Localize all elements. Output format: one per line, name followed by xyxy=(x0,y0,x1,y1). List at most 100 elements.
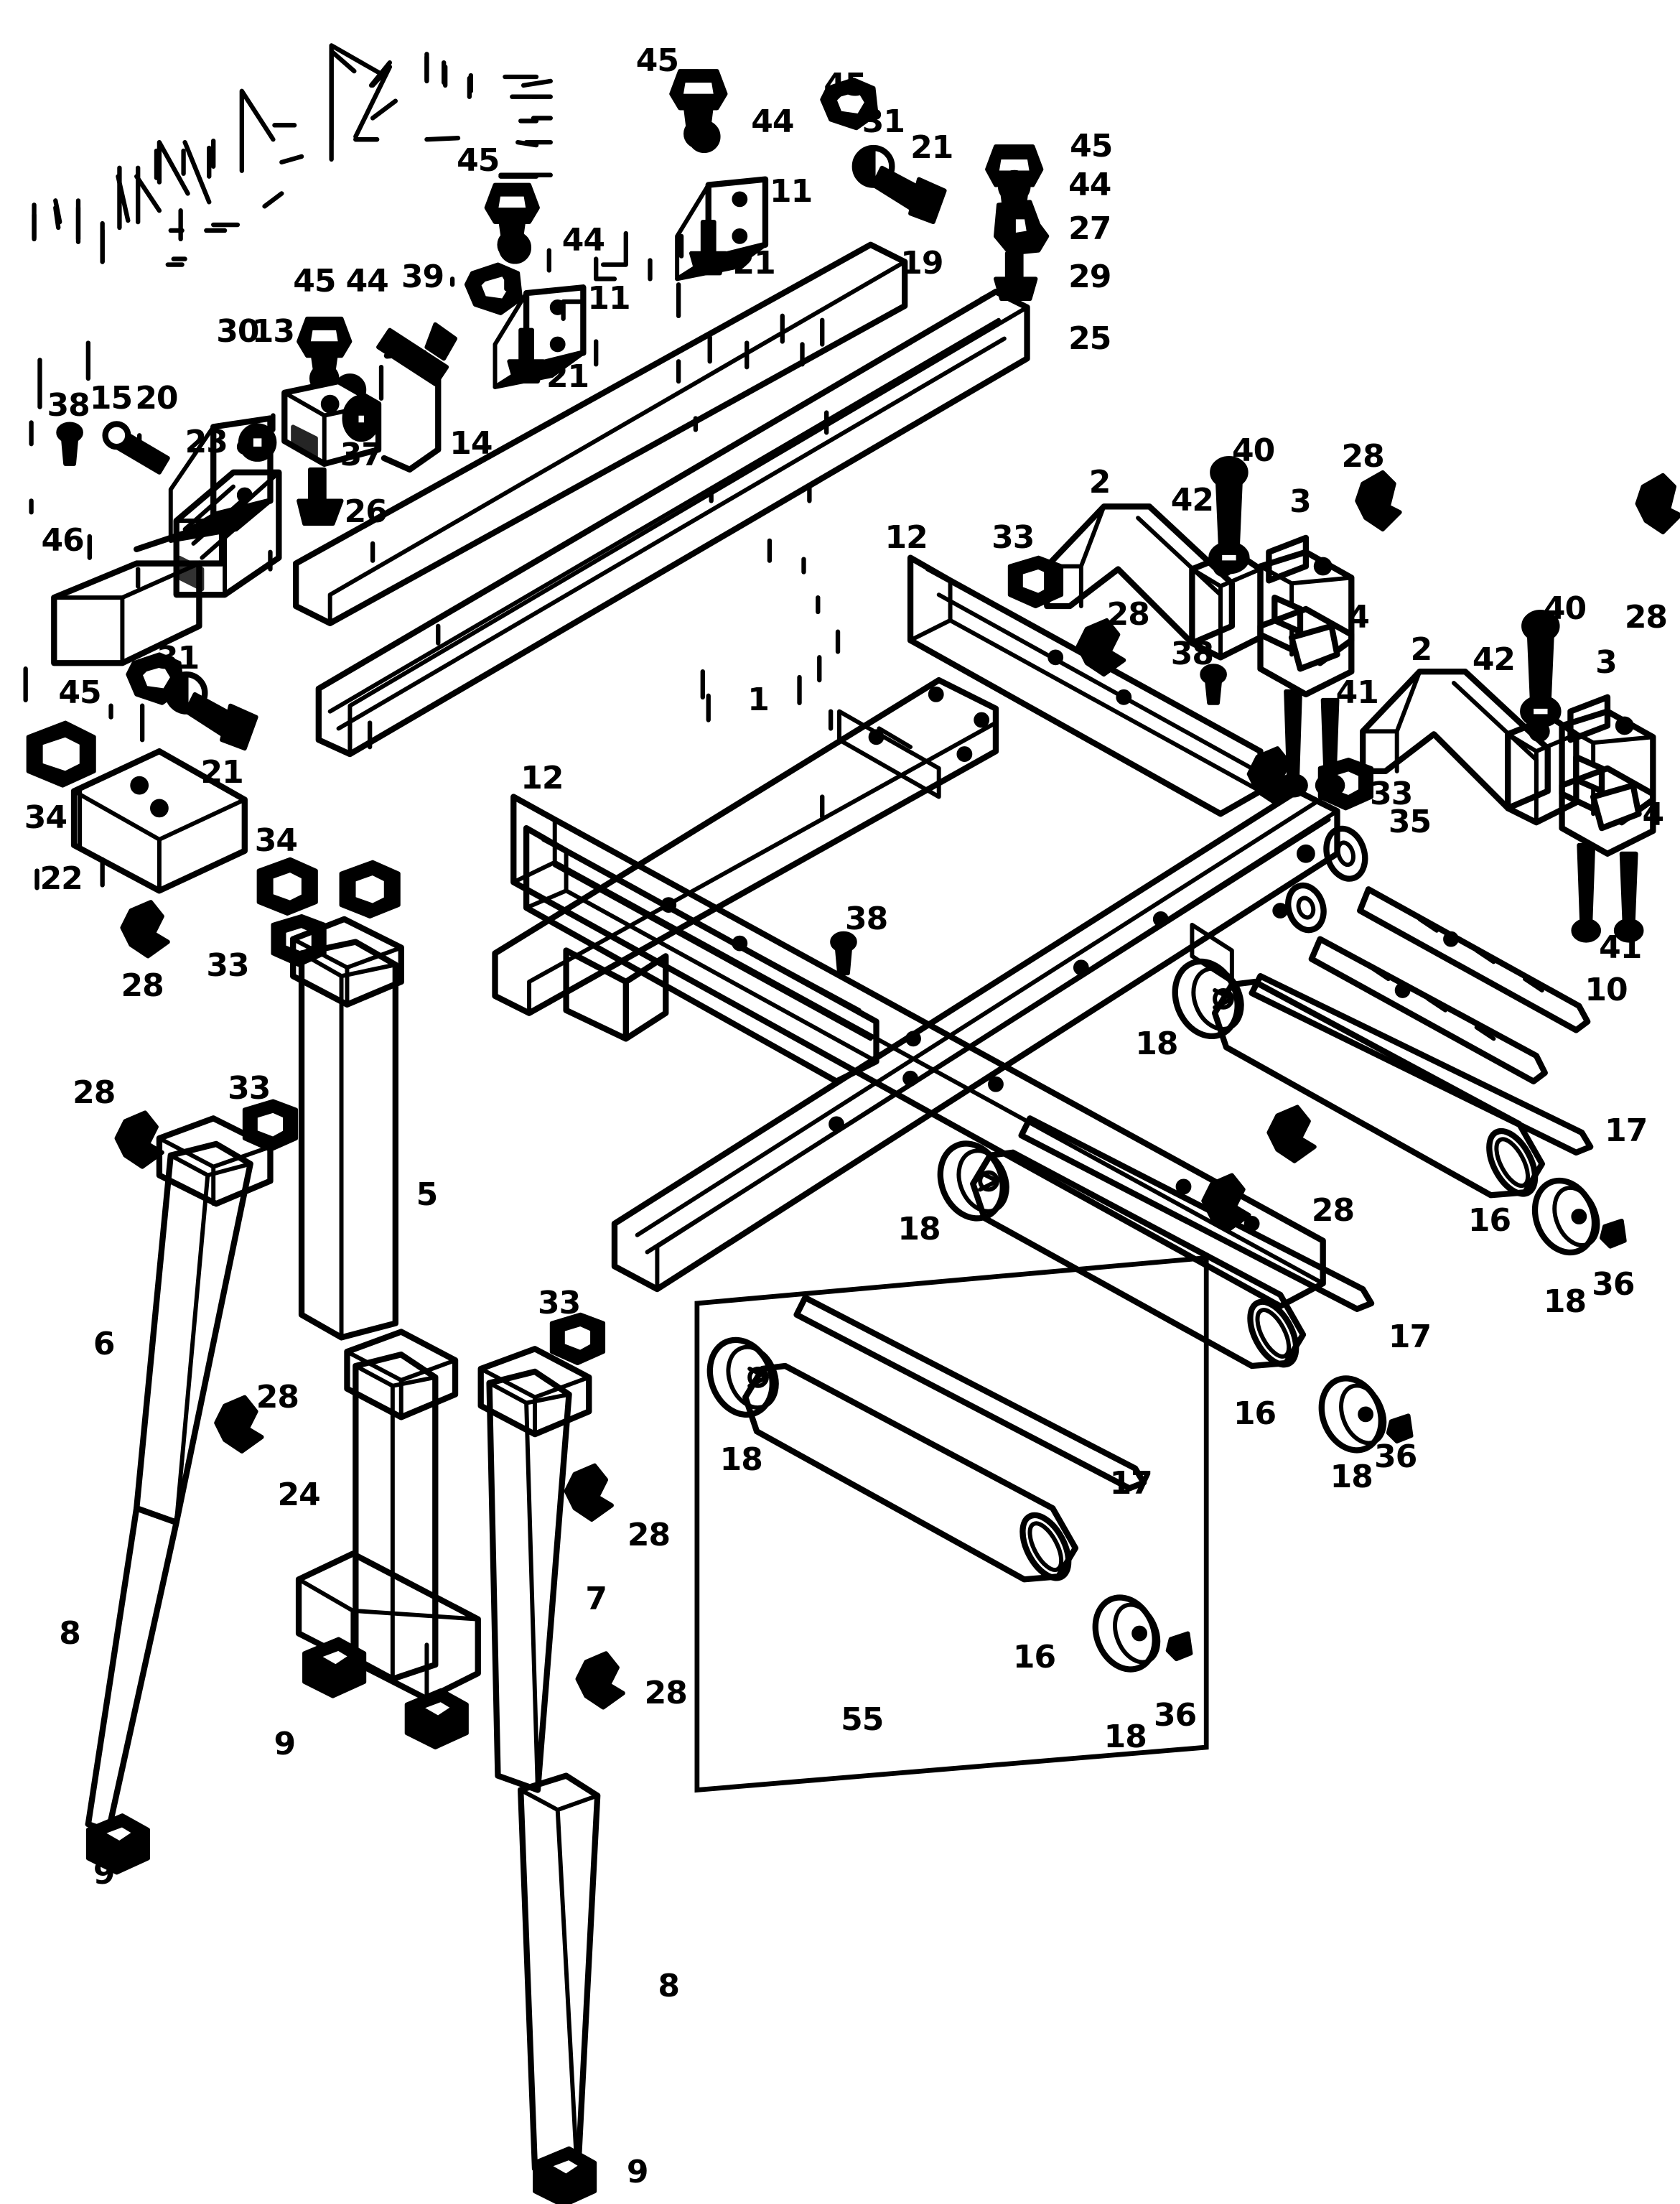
callout-42: 42 xyxy=(1472,641,1516,679)
callout-33: 33 xyxy=(1370,775,1413,812)
leg-socket-5 xyxy=(290,916,404,1008)
callout-19: 19 xyxy=(900,244,943,282)
washer-35-b xyxy=(1285,882,1327,934)
leader-lines xyxy=(23,49,841,891)
rod-17-a xyxy=(1249,972,1594,1156)
callout-9: 9 xyxy=(626,2154,649,2191)
callout-22: 22 xyxy=(39,860,83,898)
callout-30: 30 xyxy=(216,312,259,350)
callout-45: 45 xyxy=(635,42,679,80)
wingbolt-28-a xyxy=(1355,470,1402,532)
bolt-21-d xyxy=(507,327,546,383)
bolt-29 xyxy=(993,251,1038,302)
roller-16-b xyxy=(970,1149,1307,1370)
callout-21: 21 xyxy=(200,753,243,791)
main-frame-rails xyxy=(292,241,1340,1309)
rod-17-c xyxy=(793,1294,1147,1492)
wingbolt-28-i xyxy=(575,1651,625,1710)
callout-4: 4 xyxy=(1348,598,1370,636)
block-13 xyxy=(281,378,382,468)
callout-28: 28 xyxy=(627,1516,671,1553)
wire-hook-14 xyxy=(381,350,442,473)
bolt-21-b xyxy=(184,692,258,751)
pin-37 xyxy=(342,394,381,442)
endcap-18-c xyxy=(706,1336,779,1418)
callout-16: 16 xyxy=(1467,1201,1511,1239)
callout-12: 12 xyxy=(885,519,928,556)
callout-45: 45 xyxy=(823,66,867,103)
spindle-10-b xyxy=(1308,936,1548,1084)
bolt-15 xyxy=(102,421,170,475)
callout-45: 45 xyxy=(58,674,101,711)
foot-9-c xyxy=(85,1813,151,1875)
leg-socket-7 xyxy=(477,1346,592,1438)
callout-28: 28 xyxy=(256,1378,299,1415)
callout-5: 5 xyxy=(416,1176,439,1214)
callout-14: 14 xyxy=(449,425,493,462)
callout-3: 3 xyxy=(1289,483,1312,521)
callout-34: 34 xyxy=(24,799,67,837)
callout-25: 25 xyxy=(1068,320,1111,357)
leg-5 xyxy=(298,939,398,1341)
callout-17: 17 xyxy=(1605,1112,1648,1150)
washer-44-a xyxy=(687,120,721,153)
wingbolt-28-k xyxy=(1266,1105,1317,1163)
callout-20: 20 xyxy=(135,379,178,417)
clip-36-a xyxy=(1600,1218,1627,1249)
wingbolt-28-c xyxy=(1075,618,1126,677)
callout-4: 4 xyxy=(1642,796,1665,834)
callout-39: 39 xyxy=(401,259,444,296)
clip-36-c xyxy=(1165,1631,1193,1662)
cap-33-c xyxy=(549,1312,606,1366)
screw-38-c xyxy=(830,931,857,976)
endcap-18-b xyxy=(937,1140,1009,1222)
washer-30 xyxy=(238,423,277,462)
clamp-3-4-right xyxy=(1559,694,1656,857)
callout-15: 15 xyxy=(89,379,133,417)
callout-6: 6 xyxy=(93,1326,116,1363)
bolt-41-b xyxy=(1315,697,1345,798)
callout-27: 27 xyxy=(1068,210,1111,247)
bolt-26 xyxy=(297,467,344,526)
bolt-21-a xyxy=(871,165,947,225)
callout-33: 33 xyxy=(206,947,249,985)
callout-18: 18 xyxy=(719,1441,763,1478)
callout-44: 44 xyxy=(751,103,794,141)
hexnut-45-e xyxy=(820,77,879,131)
callout-35: 35 xyxy=(1388,804,1432,841)
callout-28: 28 xyxy=(1106,595,1150,633)
cap-33-b xyxy=(242,1099,299,1152)
washer-44-c xyxy=(498,231,532,264)
wingbolt-28-h xyxy=(564,1463,614,1522)
callout-38: 38 xyxy=(845,900,888,937)
callout-28: 28 xyxy=(1311,1192,1355,1229)
endcap-18-f xyxy=(1092,1594,1161,1673)
callout-18: 18 xyxy=(1543,1283,1587,1320)
callout-9: 9 xyxy=(274,1726,296,1763)
callout-18: 18 xyxy=(1103,1719,1147,1756)
callout-46: 46 xyxy=(41,521,85,559)
wingbolt-28-e xyxy=(120,900,170,959)
callout-45: 45 xyxy=(293,263,336,300)
callout-17: 17 xyxy=(1109,1465,1153,1502)
bolt-21-c xyxy=(689,220,728,276)
endcap-18-e xyxy=(1318,1375,1387,1454)
callout-8: 8 xyxy=(658,1967,680,2004)
screw-38-a xyxy=(56,422,83,466)
clamp-27 xyxy=(993,200,1050,256)
callout-40: 40 xyxy=(1231,432,1275,470)
foot-9-b xyxy=(404,1688,469,1749)
knob-45-a xyxy=(669,69,728,149)
callout-24: 24 xyxy=(277,1477,320,1514)
callout-38: 38 xyxy=(1170,636,1214,673)
callout-36: 36 xyxy=(1374,1438,1417,1475)
cap-34-b xyxy=(256,857,318,916)
callout-23: 23 xyxy=(185,424,228,461)
bolt-41-a xyxy=(1278,689,1308,798)
bolt-41-d xyxy=(1613,851,1644,943)
callout-38: 38 xyxy=(47,386,90,424)
block-22 xyxy=(70,748,248,894)
callout-16: 16 xyxy=(1233,1395,1277,1433)
